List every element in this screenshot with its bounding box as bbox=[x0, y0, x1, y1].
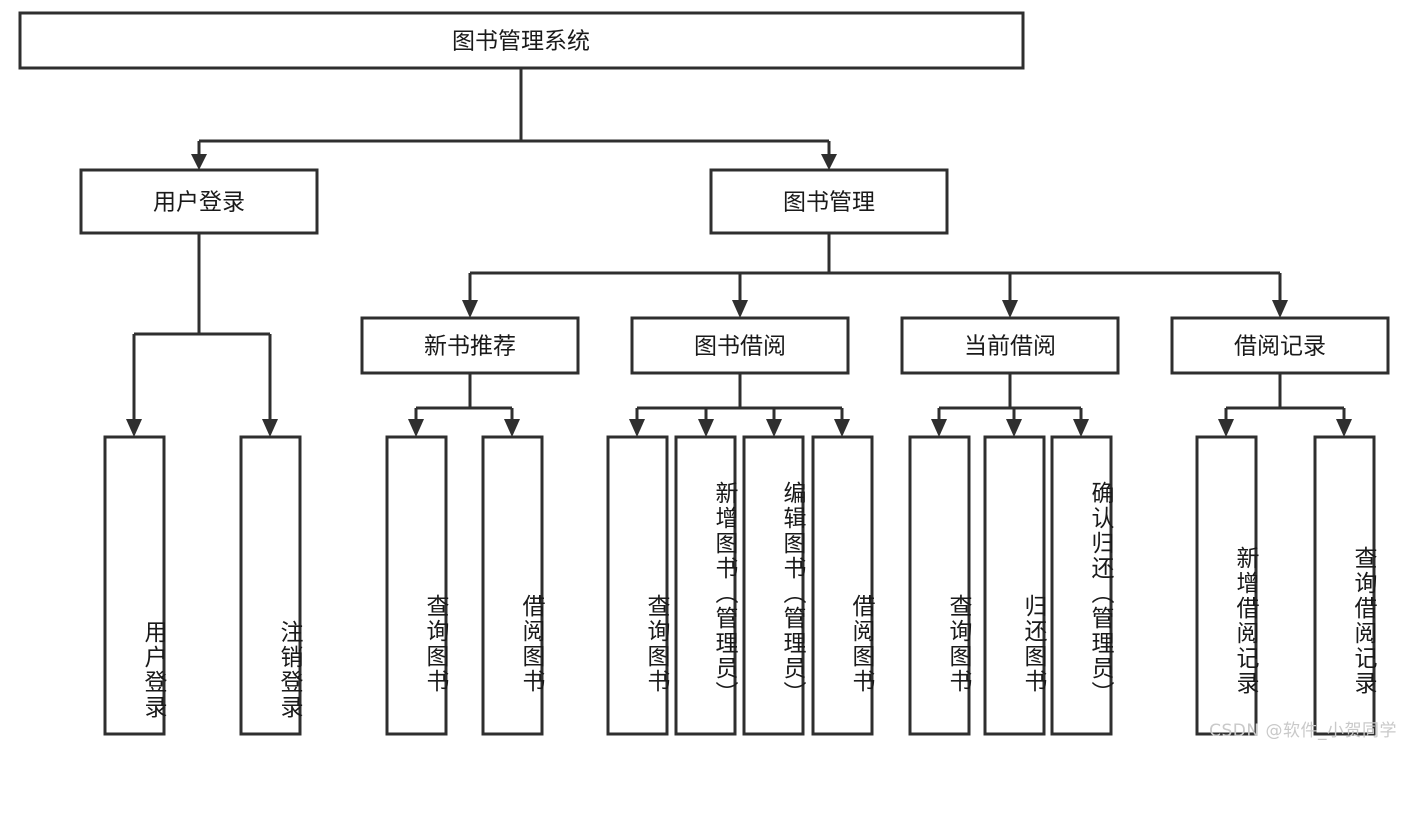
leaf-box-add-record[interactable] bbox=[1195, 435, 1258, 736]
arrow-head-leaf-add-book bbox=[698, 419, 714, 437]
arrow-head-user-login bbox=[191, 154, 207, 170]
node-new-book-recommend-label: 新书推荐 bbox=[424, 334, 516, 360]
connector-group-new-book-recommend-to-leaves bbox=[408, 373, 520, 437]
node-root[interactable]: 图书管理系统 bbox=[18, 11, 1025, 70]
node-borrow-record-box[interactable] bbox=[1170, 316, 1390, 375]
node-root-label: 图书管理系统 bbox=[452, 29, 590, 55]
arrow-head-book-borrow bbox=[732, 300, 748, 318]
connector-group-book-borrow-to-leaves bbox=[629, 373, 850, 437]
arrow-head-leaf-logout bbox=[262, 419, 278, 437]
node-new-book-recommend-box[interactable] bbox=[360, 316, 580, 375]
arrow-head-leaf-borrow-book-1 bbox=[504, 419, 520, 437]
leaf-boxes-group bbox=[103, 435, 1376, 736]
flowchart-canvas: 图书管理系统 用户登录 图书管理 新书推荐 图书借阅 当前借阅 借阅记录 bbox=[18, 11, 1397, 741]
arrow-head-leaf-user-login bbox=[126, 419, 142, 437]
leaf-box-add-book[interactable] bbox=[674, 435, 737, 736]
arrow-head-leaf-edit-book bbox=[766, 419, 782, 437]
node-new-book-recommend[interactable]: 新书推荐 bbox=[360, 316, 580, 375]
node-current-borrow[interactable]: 当前借阅 bbox=[900, 316, 1120, 375]
node-root-box[interactable] bbox=[18, 11, 1025, 70]
node-current-borrow-label: 当前借阅 bbox=[964, 334, 1056, 360]
arrow-head-leaf-query-book-2 bbox=[629, 419, 645, 437]
node-borrow-record-label: 借阅记录 bbox=[1234, 334, 1326, 360]
arrow-head-book-management bbox=[821, 154, 837, 170]
arrow-head-leaf-query-record bbox=[1336, 419, 1352, 437]
arrow-head-leaf-add-record bbox=[1218, 419, 1234, 437]
node-book-borrow[interactable]: 图书借阅 bbox=[630, 316, 850, 375]
connector-group-book-management-to-level3 bbox=[462, 233, 1288, 318]
arrow-head-current-borrow bbox=[1002, 300, 1018, 318]
leaf-box-return-book[interactable] bbox=[983, 435, 1046, 736]
node-book-management-label: 图书管理 bbox=[783, 190, 875, 216]
connector-group-borrow-record-to-leaves bbox=[1218, 373, 1352, 437]
arrow-head-leaf-query-book-1 bbox=[408, 419, 424, 437]
csdn-watermark: CSDN @软件_小贺同学 bbox=[1209, 721, 1397, 741]
leaf-box-query-book-1[interactable] bbox=[385, 435, 448, 736]
leaf-box-borrow-book-1[interactable] bbox=[481, 435, 544, 736]
leaf-box-logout[interactable] bbox=[239, 435, 302, 736]
node-book-borrow-label: 图书借阅 bbox=[694, 334, 786, 360]
node-book-borrow-box[interactable] bbox=[630, 316, 850, 375]
arrow-head-leaf-query-book-3 bbox=[931, 419, 947, 437]
leaf-box-borrow-book-2[interactable] bbox=[811, 435, 874, 736]
node-book-management[interactable]: 图书管理 bbox=[709, 168, 949, 235]
node-user-login[interactable]: 用户登录 bbox=[79, 168, 319, 235]
leaf-box-user-login[interactable] bbox=[103, 435, 166, 736]
leaf-box-confirm-return[interactable] bbox=[1050, 435, 1113, 736]
leaf-box-edit-book[interactable] bbox=[742, 435, 805, 736]
arrow-head-borrow-record bbox=[1272, 300, 1288, 318]
arrow-head-leaf-confirm-return bbox=[1073, 419, 1089, 437]
leaf-box-query-record[interactable] bbox=[1313, 435, 1376, 736]
leaf-box-query-book-2[interactable] bbox=[606, 435, 669, 736]
connector-group-user-login-to-leaves bbox=[126, 233, 278, 437]
node-current-borrow-box[interactable] bbox=[900, 316, 1120, 375]
node-book-management-box[interactable] bbox=[709, 168, 949, 235]
arrow-head-leaf-return-book bbox=[1006, 419, 1022, 437]
arrow-head-leaf-borrow-book-2 bbox=[834, 419, 850, 437]
node-user-login-label: 用户登录 bbox=[153, 190, 245, 216]
leaf-box-query-book-3[interactable] bbox=[908, 435, 971, 736]
tree-diagram-svg: 图书管理系统 用户登录 图书管理 新书推荐 图书借阅 当前借阅 借阅记录 bbox=[18, 11, 1390, 736]
node-user-login-box[interactable] bbox=[79, 168, 319, 235]
connector-group-root-to-level2 bbox=[191, 68, 837, 170]
connector-group-current-borrow-to-leaves bbox=[931, 373, 1089, 437]
arrow-head-new-book-recommend bbox=[462, 300, 478, 318]
node-borrow-record[interactable]: 借阅记录 bbox=[1170, 316, 1390, 375]
